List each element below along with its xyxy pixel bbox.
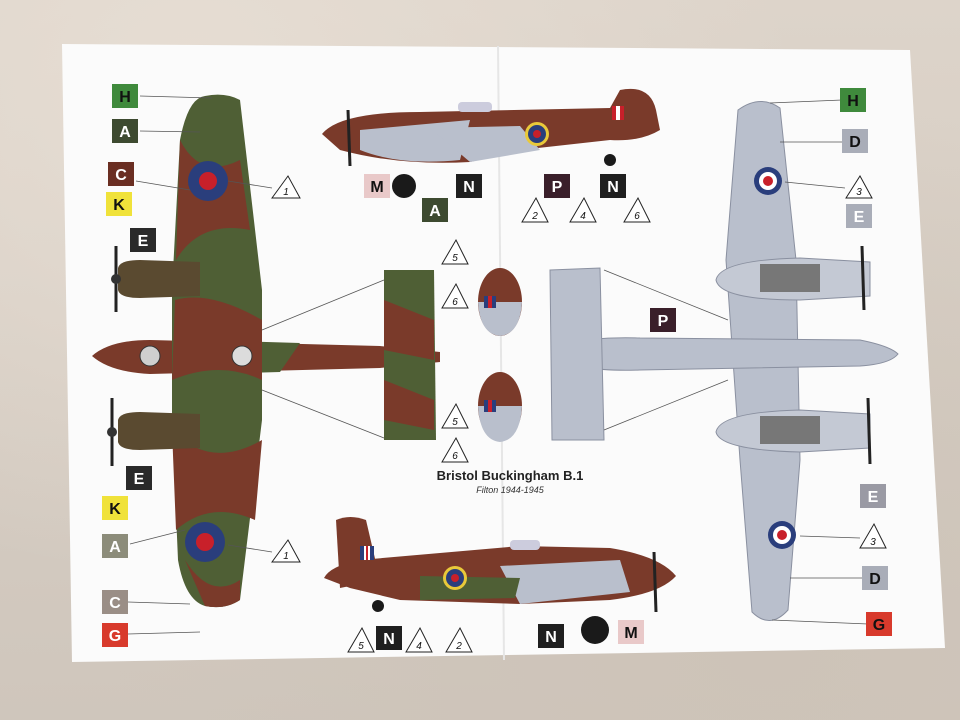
label-M-top: M [364, 174, 390, 198]
label-A-top: A [422, 198, 448, 222]
label-D-right-bottom: D [862, 566, 888, 590]
svg-text:N: N [607, 179, 619, 196]
plane-top-view [92, 94, 440, 608]
label-H-left: H [112, 84, 138, 108]
svg-text:5: 5 [452, 253, 458, 264]
svg-text:M: M [624, 625, 637, 642]
svg-text:5: 5 [358, 641, 364, 652]
svg-text:2: 2 [531, 211, 538, 222]
svg-text:6: 6 [452, 451, 458, 462]
svg-text:G: G [873, 617, 885, 634]
plane-side-view-top [322, 88, 660, 198]
label-M-bottom: M [618, 620, 644, 644]
triangle-1-bottom: 1 [271, 539, 301, 563]
svg-text:A: A [109, 539, 121, 556]
svg-text:6: 6 [452, 297, 458, 308]
triangle-6-a: 6 [441, 282, 469, 309]
svg-text:E: E [134, 471, 145, 488]
svg-text:M: M [370, 179, 383, 196]
label-E-left-bottom: E [126, 466, 152, 490]
svg-text:E: E [854, 209, 865, 226]
svg-text:N: N [463, 179, 475, 196]
svg-text:N: N [545, 629, 557, 646]
plane-underside-view [549, 101, 899, 621]
label-H-right: H [840, 88, 866, 112]
color-labels: H A C K E E K A C G H D E P E D G M N A … [102, 84, 892, 650]
label-N-top-1: N [456, 174, 482, 198]
svg-text:N: N [383, 631, 395, 648]
svg-text:G: G [109, 628, 121, 645]
label-E-right-top: E [846, 204, 872, 228]
triangle-3-bottom: 3 [859, 522, 887, 549]
svg-text:C: C [109, 595, 121, 612]
triangle-6-top: 6 [623, 196, 651, 223]
svg-text:2: 2 [455, 641, 462, 652]
decal-triangles: 1 1 2 4 6 5 6 5 6 3 3 5 4 2 [271, 175, 887, 653]
svg-text:K: K [109, 501, 121, 518]
triangle-4-top: 4 [569, 196, 597, 223]
label-C-left: C [108, 162, 134, 186]
label-E-right-bottom: E [860, 484, 886, 508]
aircraft-subtitle: Filton 1944-1945 [476, 485, 544, 495]
label-E-left-top: E [130, 228, 156, 252]
svg-text:A: A [119, 124, 131, 141]
triangle-3-top: 3 [845, 175, 873, 199]
label-N-top-2: N [600, 174, 626, 198]
label-P-right: P [650, 308, 676, 332]
triangle-5-b: 5 [441, 402, 469, 429]
svg-text:1: 1 [283, 551, 289, 562]
label-D-right-top: D [842, 129, 868, 153]
svg-text:5: 5 [452, 417, 458, 428]
label-K-left: K [106, 192, 132, 216]
tail-fin-details [478, 268, 522, 442]
triangle-2-top: 2 [521, 196, 549, 223]
svg-text:A: A [429, 203, 441, 220]
triangle-6-b: 6 [441, 436, 469, 463]
plane-side-view-bottom [324, 517, 676, 644]
triangle-4-bottom: 4 [405, 626, 433, 653]
svg-text:3: 3 [856, 187, 862, 198]
svg-text:P: P [658, 313, 669, 330]
svg-text:C: C [115, 167, 127, 184]
svg-text:E: E [138, 233, 149, 250]
label-P-top: P [544, 174, 570, 198]
svg-text:P: P [552, 179, 563, 196]
svg-text:6: 6 [634, 211, 640, 222]
label-N-bottom-2: N [538, 624, 564, 648]
label-G-right: G [866, 612, 892, 636]
leader-lines [127, 95, 869, 635]
triangle-5-bottom: 5 [347, 626, 375, 653]
svg-text:H: H [119, 89, 131, 106]
svg-text:D: D [869, 571, 881, 588]
sheet-title-block: Bristol Buckingham B.1 Filton 1944-1945 [410, 468, 610, 495]
label-K-left-bottom: K [102, 496, 128, 520]
svg-text:H: H [847, 93, 859, 110]
svg-text:K: K [113, 197, 125, 214]
svg-text:E: E [868, 489, 879, 506]
svg-text:4: 4 [580, 211, 586, 222]
svg-text:D: D [849, 134, 861, 151]
svg-text:3: 3 [870, 537, 876, 548]
triangle-1-top: 1 [271, 175, 301, 199]
triangle-5-a: 5 [441, 238, 469, 265]
svg-text:1: 1 [283, 187, 289, 198]
svg-text:4: 4 [416, 641, 422, 652]
triangle-2-bottom: 2 [445, 626, 473, 653]
label-A-left-bottom: A [102, 534, 128, 558]
label-A-left: A [112, 119, 138, 143]
aircraft-title: Bristol Buckingham B.1 [436, 468, 584, 483]
label-N-bottom-1: N [376, 626, 402, 650]
label-C-left-bottom: C [102, 590, 128, 614]
label-G-left: G [102, 623, 128, 647]
